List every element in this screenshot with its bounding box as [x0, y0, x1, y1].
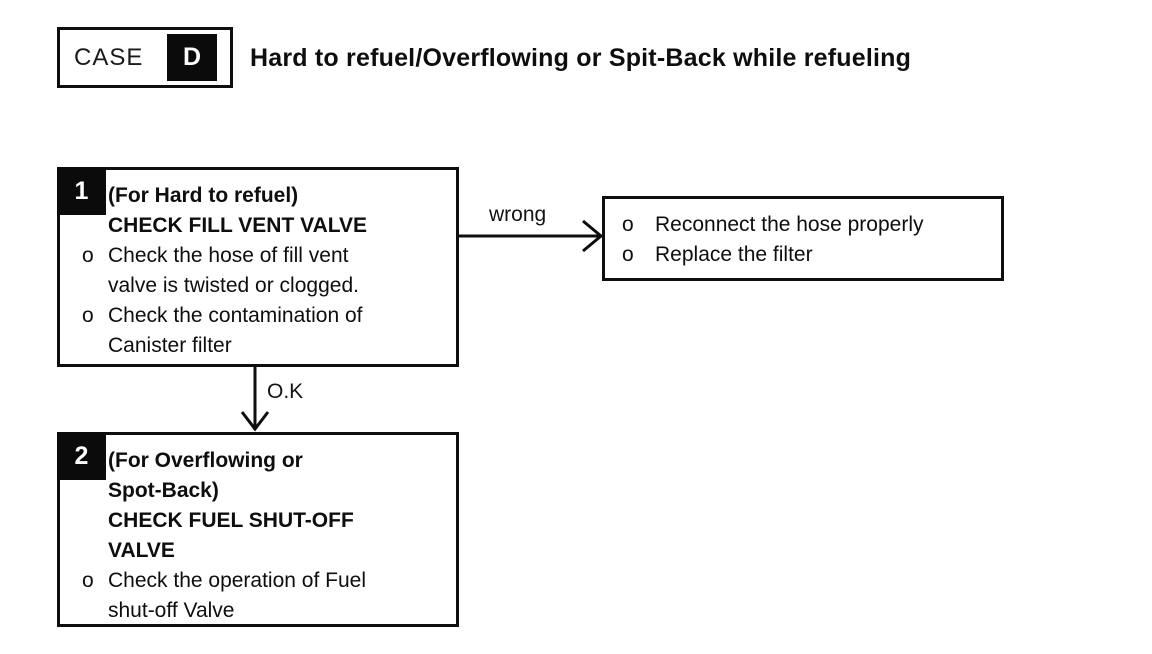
step2-number: 2: [74, 441, 89, 470]
case-label: CASE: [74, 43, 144, 71]
wrong-result-bullet-1: o Reconnect the hose properly: [605, 210, 1001, 240]
wrong-result-bullet-1-text: Reconnect the hose properly: [655, 213, 924, 236]
step2-bullet-1-text: Check the operation of Fuel shut-off Val…: [108, 569, 366, 622]
page-title: Hard to refuel/Overflowing or Spit-Back …: [250, 44, 912, 72]
step2-box: 2 (For Overflowing or Spot-Back) CHECK F…: [57, 432, 459, 627]
step1-bullet-2-text: Check the contamination of Canister filt…: [108, 304, 363, 357]
case-letter: D: [182, 43, 202, 71]
step2-heading: (For Overflowing or Spot-Back) CHECK FUE…: [108, 449, 354, 562]
step1-heading: (For Hard to refuel) CHECK FILL VENT VAL…: [108, 184, 368, 237]
bullet-marker: o: [622, 213, 634, 236]
step1-number: 1: [74, 176, 89, 205]
bullet-marker: o: [82, 304, 94, 327]
step1-box: 1 (For Hard to refuel) CHECK FILL VENT V…: [57, 167, 459, 367]
step1-number-badge: 1: [57, 167, 106, 215]
ok-edge-label: O.K: [267, 380, 304, 403]
wrong-result-bullet-2-text: Replace the filter: [655, 243, 813, 266]
wrong-result-bullet-2: o Replace the filter: [605, 240, 1001, 270]
step2-bullet-1: o Check the operation of Fuel shut-off V…: [60, 566, 456, 626]
step1-bullet-1: o Check the hose of fill vent valve is t…: [60, 241, 456, 301]
step2-content: (For Overflowing or Spot-Back) CHECK FUE…: [60, 435, 456, 626]
step1-bullet-2: o Check the contamination of Canister fi…: [60, 301, 456, 361]
wrong-arrow: [457, 219, 604, 253]
step1-content: (For Hard to refuel) CHECK FILL VENT VAL…: [60, 170, 456, 361]
wrong-edge-label: wrong: [489, 203, 547, 226]
ok-arrow: [240, 366, 270, 432]
case-letter-chip: D: [167, 34, 217, 81]
wrong-result-content: o Reconnect the hose properly o Replace …: [605, 199, 1001, 270]
bullet-marker: o: [82, 244, 94, 267]
bullet-marker: o: [622, 243, 634, 266]
case-header-box: CASE D: [57, 27, 233, 88]
bullet-marker: o: [82, 569, 94, 592]
step2-number-badge: 2: [57, 432, 106, 480]
wrong-result-box: o Reconnect the hose properly o Replace …: [602, 196, 1004, 281]
step1-bullet-1-text: Check the hose of fill vent valve is twi…: [108, 244, 359, 297]
